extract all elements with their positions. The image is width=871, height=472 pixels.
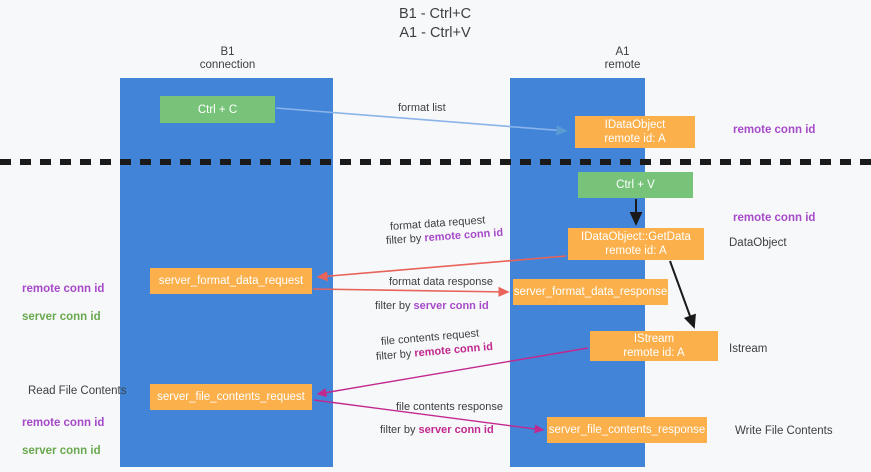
filter-value-server-conn-id: server conn id: [413, 300, 489, 312]
filter-by-text: filter by: [380, 424, 419, 436]
swimlane-b1-label: B1 connection: [199, 46, 256, 71]
node-server-format-data-request[interactable]: server_format_data_request: [150, 268, 312, 294]
annotation-dataobject: DataObject: [729, 237, 787, 249]
filter-value-server-conn-id: server conn id: [418, 424, 494, 436]
edge-label-format-data-response-filter: filter by server conn id: [375, 299, 489, 313]
swimlane-a1-label: A1 remote: [604, 46, 641, 71]
annotation-istream: Istream: [729, 343, 768, 355]
edge-label-file-contents-response: file contents response: [396, 401, 504, 413]
node-idataobject-getdata[interactable]: IDataObject::GetData remote id: A: [568, 228, 704, 260]
annotation-write-file-contents: Write File Contents: [735, 425, 833, 437]
edge-label-format-data-response: format data response: [389, 276, 493, 288]
node-server-file-contents-response[interactable]: server_file_contents_response: [547, 417, 707, 443]
page-title: B1 - Ctrl+C A1 - Ctrl+V: [398, 6, 472, 41]
node-ctrl-v[interactable]: Ctrl + V: [578, 172, 693, 198]
node-istream[interactable]: IStream remote id: A: [590, 331, 718, 361]
annotation-read-file-contents: Read File Contents: [28, 385, 127, 397]
filter-by-text: filter by: [385, 232, 425, 247]
annotation-remote-conn-id-mid: remote conn id: [733, 212, 816, 224]
annotation-server-conn-id: server conn id: [22, 311, 101, 323]
node-server-file-contents-request[interactable]: server_file_contents_request: [150, 384, 312, 410]
annotation-remote-conn-id: remote conn id: [22, 283, 105, 295]
annotation-server-conn-id: server conn id: [22, 445, 101, 457]
node-ctrl-c[interactable]: Ctrl + C: [160, 96, 275, 123]
annotation-remote-conn-id-top: remote conn id: [733, 124, 816, 136]
filter-by-text: filter by: [375, 347, 415, 363]
edge-label-format-list: format list: [398, 102, 446, 114]
annotation-left-conn-ids-2: remote conn id server conn id: [22, 402, 104, 472]
annotation-remote-conn-id: remote conn id: [22, 417, 105, 429]
edge-label-file-contents-response-filter: filter by server conn id: [380, 423, 494, 437]
node-idataobject[interactable]: IDataObject remote id: A: [575, 116, 695, 148]
annotation-left-conn-ids: remote conn id server conn id: [22, 268, 104, 338]
node-server-format-data-response[interactable]: server_format_data_response: [513, 279, 668, 305]
filter-by-text: filter by: [375, 300, 414, 312]
filter-value-remote-conn-id: remote conn id: [424, 226, 504, 245]
